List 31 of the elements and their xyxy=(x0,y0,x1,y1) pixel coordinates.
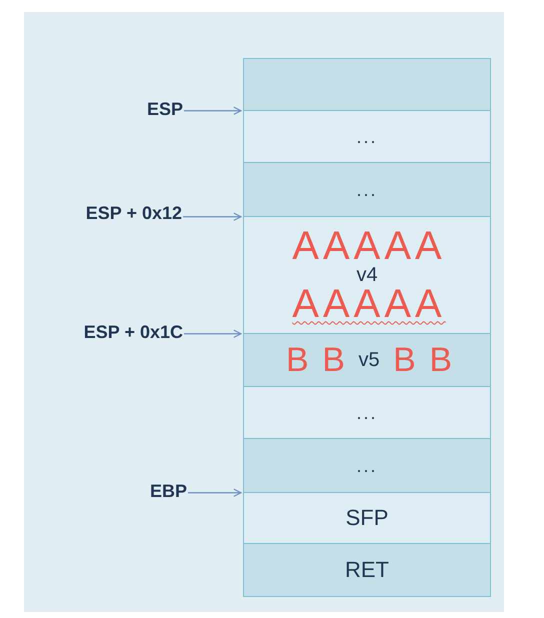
stack-cell xyxy=(243,543,491,596)
ellipsis-text: ... xyxy=(356,180,378,200)
overflow-text: B xyxy=(393,342,416,378)
stack-cell xyxy=(243,386,491,440)
overflow-text: AAAAA xyxy=(291,227,446,266)
overflow-text: B xyxy=(322,342,345,378)
overflow-text: AAAAA xyxy=(291,285,446,324)
pointer-arrow xyxy=(184,106,242,115)
cell-label: SFP xyxy=(346,505,388,532)
pointer-arrow xyxy=(183,212,242,221)
ellipsis-text: ... xyxy=(356,126,378,147)
stack-cell xyxy=(243,216,491,334)
stack-cell xyxy=(243,58,491,112)
stack-cell xyxy=(243,333,491,388)
overflow-text: B xyxy=(286,342,309,378)
pointer-label: ESP xyxy=(146,99,183,119)
ellipsis-text: ... xyxy=(356,402,378,423)
pointer-label: EBP xyxy=(150,481,187,501)
ellipsis-text: ... xyxy=(356,456,378,476)
stack-cell xyxy=(243,110,491,164)
pointer-arrow xyxy=(188,488,242,497)
cell-label: RET xyxy=(345,556,389,583)
stack-cell xyxy=(243,438,491,494)
pointer-arrow xyxy=(184,330,242,338)
cell-label: v4 xyxy=(356,265,378,286)
stack-cell xyxy=(243,162,491,218)
pointer-label: ESP + 0x1C xyxy=(84,322,183,342)
overflow-text: B xyxy=(429,342,452,378)
cell-label: v5 xyxy=(358,350,380,370)
stack-cell xyxy=(243,492,491,544)
pointer-label: ESP + 0x12 xyxy=(86,203,182,223)
